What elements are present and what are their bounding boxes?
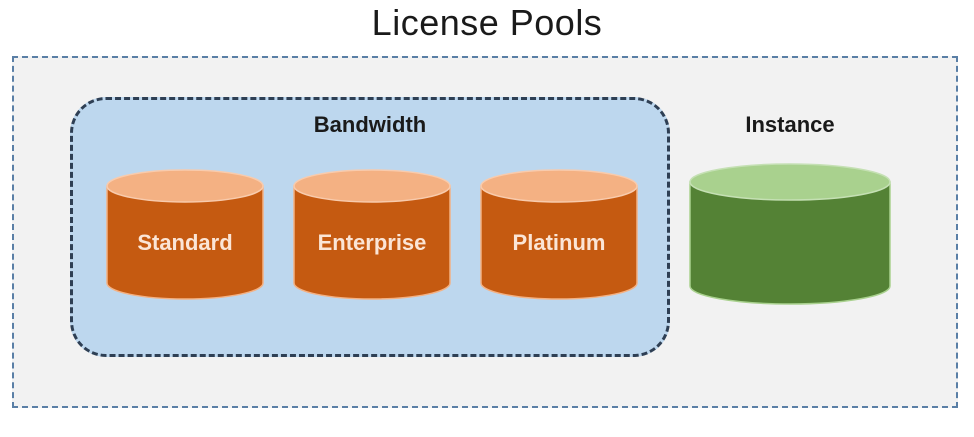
enterprise-pool-cylinder: Enterprise [292,168,452,303]
instance-pool-cylinder [688,160,892,308]
platinum-pool-label: Platinum [512,230,606,255]
instance-group-label: Instance [745,112,835,137]
enterprise-pool-label: Enterprise [317,230,427,255]
database-cylinder-icon [106,169,264,300]
standard-pool-cylinder: Standard [105,168,265,303]
platinum-pool-cylinder: Platinum [479,168,639,303]
database-cylinder-icon [293,169,451,300]
database-cylinder-icon [689,163,891,305]
standard-pool-label: Standard [137,230,233,255]
bandwidth-group-label: Bandwidth [313,112,427,137]
diagram-title: License Pools [371,2,603,43]
database-cylinder-icon [480,169,638,300]
